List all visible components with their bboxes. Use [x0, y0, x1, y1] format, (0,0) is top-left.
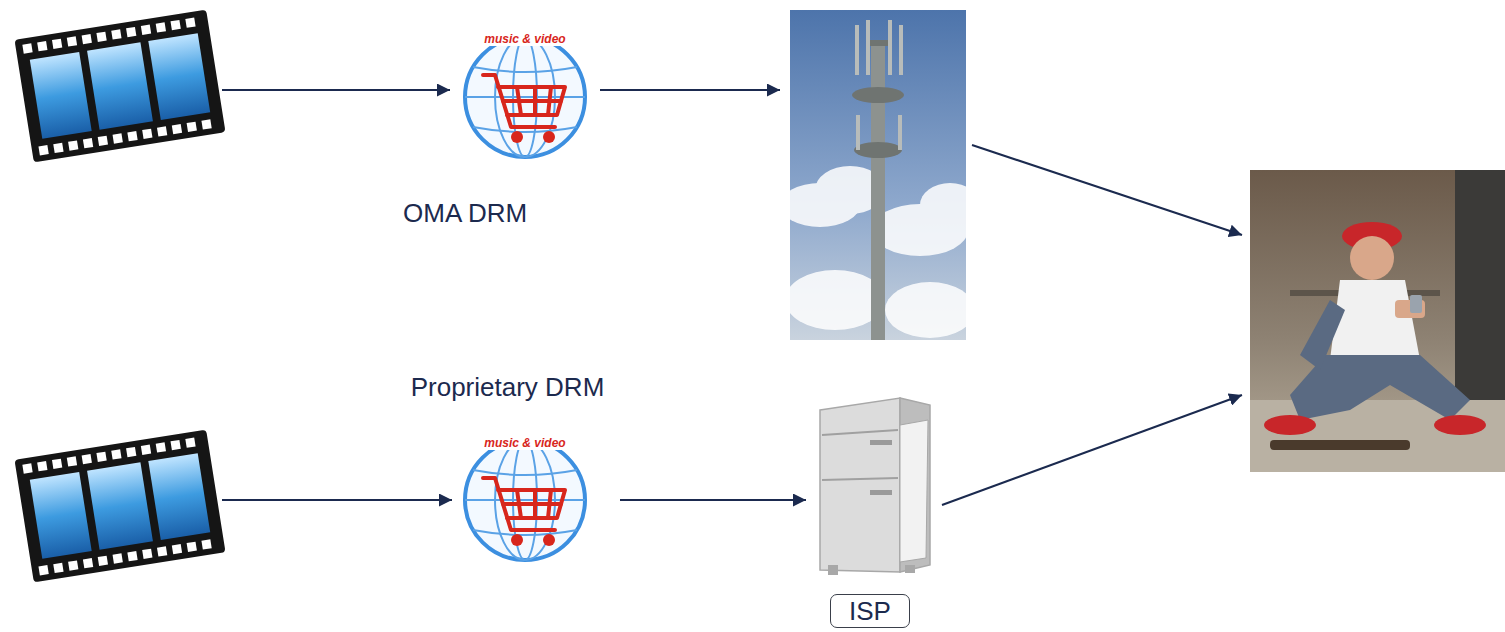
- logo-text: music & video: [481, 32, 568, 46]
- store-node: OMA DRM: [395, 22, 620, 230]
- logo-text: music & video: [481, 436, 568, 450]
- cell-tower-photo: [780, 10, 980, 340]
- isp-node: ISP: [806, 392, 934, 628]
- node-label: OMA DRM: [403, 198, 527, 228]
- isp-label: ISP: [830, 594, 910, 628]
- node-label: Proprietary DRM: [411, 372, 605, 402]
- server-icon: [820, 398, 930, 575]
- flow-arrow: [620, 499, 806, 501]
- film-strip-icon: [14, 10, 225, 163]
- store-node: Proprietary DRM: [395, 370, 620, 565]
- store-globe-icon: [465, 440, 585, 560]
- store-globe-icon: [465, 37, 585, 157]
- flow-arrow: [222, 90, 1242, 505]
- film-strip-icon: [14, 430, 225, 583]
- person-photo: [1250, 170, 1505, 472]
